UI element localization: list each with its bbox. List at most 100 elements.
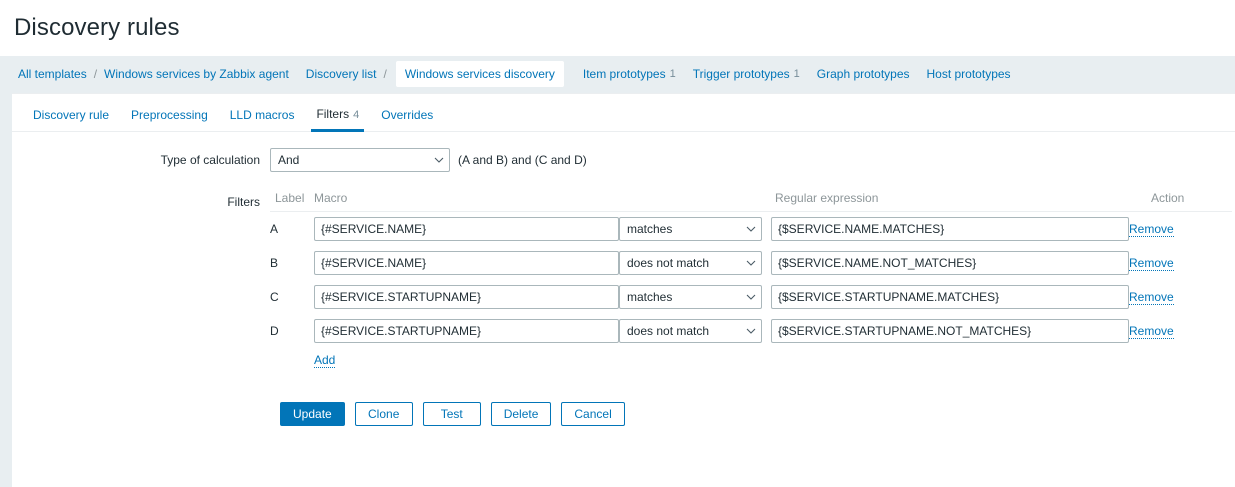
- nav-graph-prototypes[interactable]: Graph prototypes: [816, 67, 910, 81]
- left-gutter: [0, 93, 12, 487]
- filters-row: Filters Label Macro Regular expression A…: [12, 191, 1235, 372]
- tab-overrides-label: Overrides: [381, 108, 434, 122]
- row-operator-cell-d: does not match: [619, 314, 771, 348]
- content-card: Discovery rule Preprocessing LLD macros …: [12, 93, 1235, 487]
- macro-input-a[interactable]: [314, 217, 619, 241]
- breadcrumb-separator: /: [93, 67, 98, 81]
- cancel-button[interactable]: Cancel: [561, 402, 625, 426]
- tab-discovery-rule[interactable]: Discovery rule: [22, 108, 120, 131]
- row-label-b: B: [270, 256, 279, 270]
- delete-button[interactable]: Delete: [490, 402, 552, 426]
- regex-input-d[interactable]: [771, 319, 1129, 343]
- add-filter-cell: Add: [314, 348, 1232, 372]
- breadcrumb-template-name[interactable]: Windows services by Zabbix agent: [104, 67, 289, 81]
- operator-select-b[interactable]: does not match: [619, 251, 762, 275]
- row-regex-cell-b: [771, 246, 1129, 280]
- operator-select-d[interactable]: does not match: [619, 319, 762, 343]
- operator-select-a[interactable]: matches: [619, 217, 762, 241]
- tab-filters-label: Filters: [316, 107, 350, 121]
- form-body: Type of calculation And (A and B) and (C…: [12, 132, 1235, 426]
- tab-lld-macros-label: LLD macros: [229, 108, 295, 122]
- add-filter-link[interactable]: Add: [314, 353, 336, 368]
- breadcrumb-all-templates[interactable]: All templates: [18, 67, 87, 81]
- row-operator-cell-c: matches: [619, 280, 771, 314]
- row-operator-cell-b: does not match: [619, 246, 771, 280]
- macro-input-d[interactable]: [314, 319, 619, 343]
- col-header-regular-expression: Regular expression: [771, 191, 1129, 212]
- object-nav: Discovery list / Windows services discov…: [306, 61, 1011, 87]
- form-tabs: Discovery rule Preprocessing LLD macros …: [12, 94, 1235, 132]
- nav-trigger-prototypes-count: 1: [793, 68, 800, 80]
- row-regex-cell-d: [771, 314, 1129, 348]
- nav-separator: /: [383, 67, 387, 81]
- type-of-calculation-select[interactable]: And: [270, 148, 450, 172]
- filters-label: Filters: [227, 195, 260, 209]
- row-action-cell-d: Remove: [1129, 314, 1232, 348]
- filters-table-head: Label Macro Regular expression Action: [270, 191, 1232, 212]
- operator-select-wrap-b: does not match: [619, 251, 762, 275]
- row-macro-cell-a: [314, 212, 619, 247]
- row-regex-cell-a: [771, 212, 1129, 247]
- regex-input-a[interactable]: [771, 217, 1129, 241]
- remove-filter-link-c[interactable]: Remove: [1129, 290, 1174, 305]
- regex-input-b[interactable]: [771, 251, 1129, 275]
- operator-select-wrap-d: does not match: [619, 319, 762, 343]
- table-row: C matches: [270, 280, 1232, 314]
- breadcrumb-template-path: All templates / Windows services by Zabb…: [18, 67, 289, 81]
- col-header-operator: [619, 191, 771, 212]
- row-label-a: A: [270, 222, 279, 236]
- nav-discovery-list[interactable]: Discovery list: [305, 67, 377, 81]
- calculation-formula: (A and B) and (C and D): [458, 153, 587, 167]
- row-regex-cell-c: [771, 280, 1129, 314]
- col-header-label: Label: [270, 191, 314, 212]
- filters-table-wrap: Label Macro Regular expression Action A: [270, 191, 1232, 372]
- row-label-c: C: [270, 290, 279, 304]
- clone-button[interactable]: Clone: [354, 402, 413, 426]
- row-macro-cell-d: [314, 314, 619, 348]
- row-macro-cell-c: [314, 280, 619, 314]
- row-action-cell-b: Remove: [1129, 246, 1232, 280]
- tab-filters-count: 4: [353, 109, 360, 121]
- filters-header-row: Label Macro Regular expression Action: [270, 191, 1232, 212]
- filters-table-body: A matches: [270, 212, 1232, 373]
- operator-select-c[interactable]: matches: [619, 285, 762, 309]
- nav-trigger-prototypes[interactable]: Trigger prototypes: [692, 67, 790, 81]
- nav-item-prototypes-count: 1: [669, 68, 676, 80]
- table-row: A matches: [270, 212, 1232, 247]
- remove-filter-link-d[interactable]: Remove: [1129, 324, 1174, 339]
- tab-discovery-rule-label: Discovery rule: [33, 108, 110, 122]
- col-header-macro: Macro: [314, 191, 619, 212]
- type-of-calculation-row: Type of calculation And (A and B) and (C…: [12, 148, 1235, 172]
- nav-host-prototypes[interactable]: Host prototypes: [926, 67, 1011, 81]
- row-label-d: D: [270, 324, 279, 338]
- tab-overrides[interactable]: Overrides: [370, 108, 444, 131]
- row-action-cell-c: Remove: [1129, 280, 1232, 314]
- page-title: Discovery rules: [14, 14, 180, 41]
- add-row-spacer: [270, 348, 314, 372]
- col-header-action: Action: [1129, 191, 1232, 212]
- page-header: Discovery rules: [0, 0, 1235, 56]
- nav-current-discovery-rule: Windows services discovery: [395, 61, 564, 87]
- filters-table: Label Macro Regular expression Action A: [270, 191, 1232, 372]
- macro-input-b[interactable]: [314, 251, 619, 275]
- tab-preprocessing[interactable]: Preprocessing: [120, 108, 219, 131]
- remove-filter-link-a[interactable]: Remove: [1129, 222, 1174, 237]
- row-action-cell-a: Remove: [1129, 212, 1232, 247]
- macro-input-c[interactable]: [314, 285, 619, 309]
- add-filter-row: Add: [270, 348, 1232, 372]
- type-of-calculation-label: Type of calculation: [160, 153, 260, 167]
- form-action-buttons: Update Clone Test Delete Cancel: [12, 402, 1235, 426]
- test-button[interactable]: Test: [422, 402, 481, 426]
- tab-lld-macros[interactable]: LLD macros: [219, 108, 306, 131]
- operator-select-wrap-a: matches: [619, 217, 762, 241]
- operator-select-wrap-c: matches: [619, 285, 762, 309]
- remove-filter-link-b[interactable]: Remove: [1129, 256, 1174, 271]
- page-layout: Discovery rule Preprocessing LLD macros …: [0, 93, 1235, 487]
- breadcrumb: All templates / Windows services by Zabb…: [0, 56, 1235, 93]
- nav-item-prototypes[interactable]: Item prototypes: [582, 67, 666, 81]
- regex-input-c[interactable]: [771, 285, 1129, 309]
- update-button[interactable]: Update: [280, 402, 345, 426]
- row-macro-cell-b: [314, 246, 619, 280]
- row-operator-cell-a: matches: [619, 212, 771, 247]
